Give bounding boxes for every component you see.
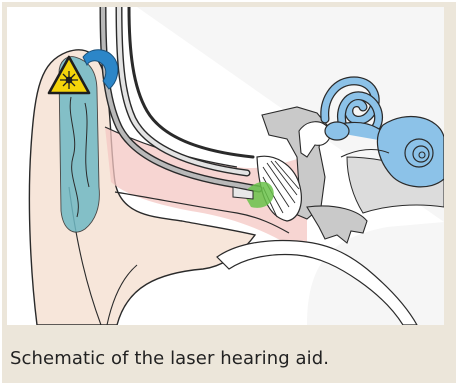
figure-illustration [7,7,444,325]
ear-schematic [7,7,444,325]
figure-caption: Schematic of the laser hearing aid. [10,348,329,370]
